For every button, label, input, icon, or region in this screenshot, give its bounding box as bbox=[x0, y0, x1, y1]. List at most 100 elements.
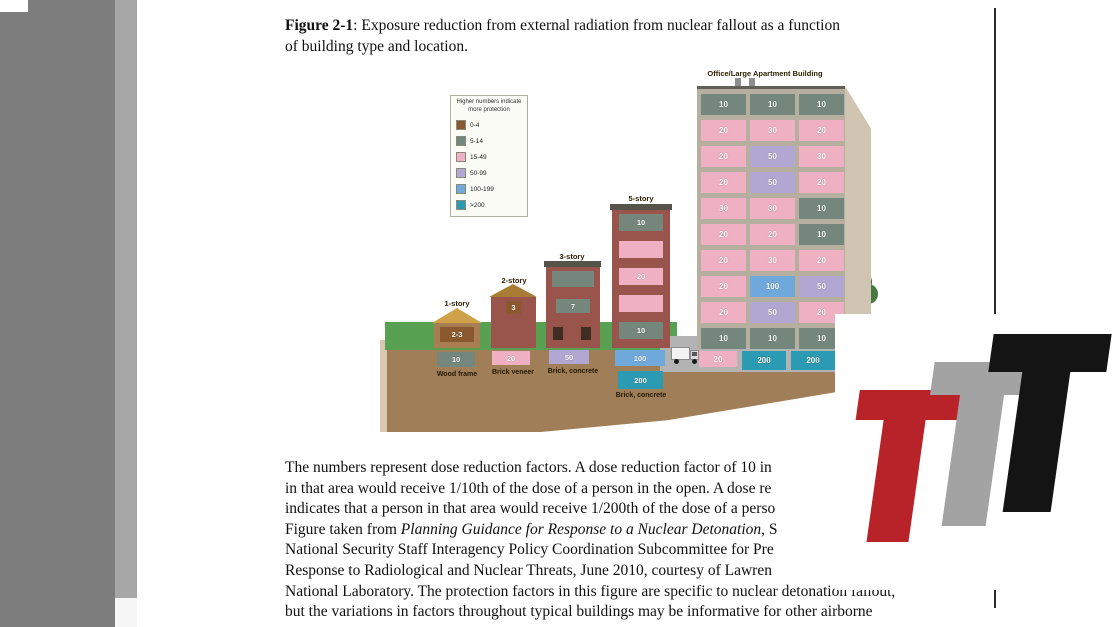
figure-caption: Figure 2-1: Exposure reduction from exte… bbox=[285, 15, 1000, 57]
body-line: but the variations in factors throughout… bbox=[285, 603, 873, 621]
legend-item: 15-49 bbox=[456, 152, 522, 162]
scrollbar-end[interactable] bbox=[115, 598, 139, 627]
body-line-part: Figure taken from bbox=[285, 520, 401, 538]
viewer-sidebar bbox=[0, 0, 137, 627]
building-label-5-story: 5-story bbox=[628, 194, 654, 203]
material-label: Wood frame bbox=[436, 371, 478, 378]
truck-wheel bbox=[674, 359, 679, 364]
body-line: Response to Radiological and Nuclear Thr… bbox=[285, 561, 772, 579]
office-floor-cell: 20 bbox=[701, 302, 746, 323]
office-floor-cell: 10 bbox=[701, 328, 746, 349]
office-basement-cell: 200 bbox=[791, 351, 835, 370]
material-label: Brick, concrete bbox=[547, 368, 599, 375]
office-floor-cell: 10 bbox=[750, 328, 795, 349]
caption-line-2: of building type and location. bbox=[285, 38, 468, 55]
watermark-logo-overlay bbox=[835, 314, 1115, 590]
window bbox=[581, 327, 591, 340]
legend-item: 100-199 bbox=[456, 184, 522, 194]
office-floor-cell: 30 bbox=[750, 250, 795, 271]
legend-swatch bbox=[456, 152, 466, 162]
office-floor-cell: 10 bbox=[701, 94, 746, 115]
dose-cell: 7 bbox=[556, 299, 590, 313]
legend-swatch bbox=[456, 136, 466, 146]
legend-item: 0-4 bbox=[456, 120, 522, 130]
body-line-part: , S bbox=[761, 520, 778, 538]
figure-legend: Higher numbers indicate more protection … bbox=[450, 95, 528, 217]
dose-cell: 10 bbox=[619, 322, 663, 339]
legend-swatch bbox=[456, 120, 466, 130]
dose-cell-basement: 100 bbox=[615, 350, 665, 366]
truck-cargo bbox=[671, 347, 690, 360]
body-line: indicates that a person in that area wou… bbox=[285, 500, 776, 518]
dose-cell-basement: 20 bbox=[492, 351, 530, 365]
flat-roof-3-story bbox=[544, 261, 601, 267]
office-floor-cell: 50 bbox=[750, 146, 795, 167]
legend-label: 50-99 bbox=[470, 169, 487, 177]
office-building-side bbox=[845, 86, 871, 352]
material-label: Brick, concrete bbox=[615, 392, 667, 399]
legend-swatch bbox=[456, 184, 466, 194]
body-line: The numbers represent dose reduction fac… bbox=[285, 459, 772, 476]
figure-label: Figure 2-1 bbox=[285, 17, 354, 34]
office-floor-cell: 20 bbox=[701, 224, 746, 245]
body-paragraph: The numbers represent dose reduction fac… bbox=[285, 458, 997, 623]
office-building-title: Office/Large Apartment Building bbox=[707, 69, 823, 78]
gable-roof-1-story bbox=[432, 308, 482, 323]
office-floor-cell: 30 bbox=[701, 198, 746, 219]
body-line: in that area would receive 1/10th of the… bbox=[285, 479, 772, 497]
flat-roof-5-story bbox=[610, 204, 672, 210]
office-floor-cell: 20 bbox=[799, 172, 844, 193]
office-floor-cell: 10 bbox=[799, 94, 844, 115]
body-line: National Security Staff Interagency Poli… bbox=[285, 541, 774, 559]
logo-letter-t-black bbox=[968, 334, 1112, 514]
chimney bbox=[749, 78, 755, 86]
office-floor-cell: 20 bbox=[701, 146, 746, 167]
legend-item: 5-14 bbox=[456, 136, 522, 146]
truck-window bbox=[692, 352, 697, 356]
material-label: Brick veneer bbox=[491, 369, 535, 376]
office-floor-cell: 20 bbox=[701, 276, 746, 297]
office-floor-cell: 50 bbox=[750, 302, 795, 323]
office-floor-cell: 10 bbox=[799, 224, 844, 245]
office-basement-cell: 20 bbox=[699, 351, 737, 367]
office-floor-cell: 20 bbox=[750, 224, 795, 245]
cited-title: Planning Guidance for Response to a Nucl… bbox=[400, 520, 762, 538]
office-floor-cell: 20 bbox=[799, 250, 844, 271]
dose-cell-basement: 50 bbox=[549, 350, 589, 364]
legend-label: 5-14 bbox=[470, 137, 484, 145]
caption-text: : Exposure reduction from external radia… bbox=[353, 17, 840, 34]
dose-cell: 20 bbox=[619, 268, 663, 285]
office-basement-cell: 200 bbox=[742, 351, 786, 370]
dose-cell: 10 bbox=[619, 214, 663, 231]
building-label-2-story: 2-story bbox=[501, 276, 527, 285]
office-floor-cell: 20 bbox=[701, 172, 746, 193]
office-floor-cell: 20 bbox=[701, 120, 746, 141]
office-floor-cell: 20 bbox=[799, 302, 844, 323]
legend-label: 100-199 bbox=[470, 185, 494, 193]
dose-cell bbox=[552, 271, 594, 287]
office-floor-cell: 20 bbox=[701, 250, 746, 271]
page-border-line bbox=[994, 8, 996, 608]
legend-title: Higher numbers indicate more protection bbox=[456, 99, 522, 113]
office-floor-cell: 50 bbox=[799, 276, 844, 297]
dose-cell-basement: 200 bbox=[618, 371, 663, 389]
body-line: Figure taken from Planning Guidance for … bbox=[285, 520, 997, 541]
sidebar-corner bbox=[0, 0, 28, 12]
dose-cell bbox=[619, 295, 663, 312]
dose-cell: 2-3 bbox=[440, 327, 474, 342]
office-floor-cell: 10 bbox=[799, 328, 844, 349]
office-floor-cell: 50 bbox=[750, 172, 795, 193]
window bbox=[553, 327, 563, 340]
legend-item: >200 bbox=[456, 200, 522, 210]
scrollbar-track[interactable] bbox=[115, 0, 137, 627]
office-floor-cell: 30 bbox=[750, 198, 795, 219]
legend-label: 15-49 bbox=[470, 153, 487, 161]
legend-label: 0-4 bbox=[470, 121, 480, 129]
caption-line-1: Figure 2-1: Exposure reduction from exte… bbox=[285, 15, 1000, 36]
gable-roof-2-story bbox=[489, 284, 537, 297]
truck bbox=[671, 344, 701, 364]
office-floor-cell: 30 bbox=[799, 146, 844, 167]
legend-items: 0-4 5-14 15-49 50-99 100-199 >200 bbox=[456, 120, 522, 210]
dose-cell bbox=[619, 241, 663, 258]
office-basement-row: 20 200 200 bbox=[697, 351, 845, 373]
